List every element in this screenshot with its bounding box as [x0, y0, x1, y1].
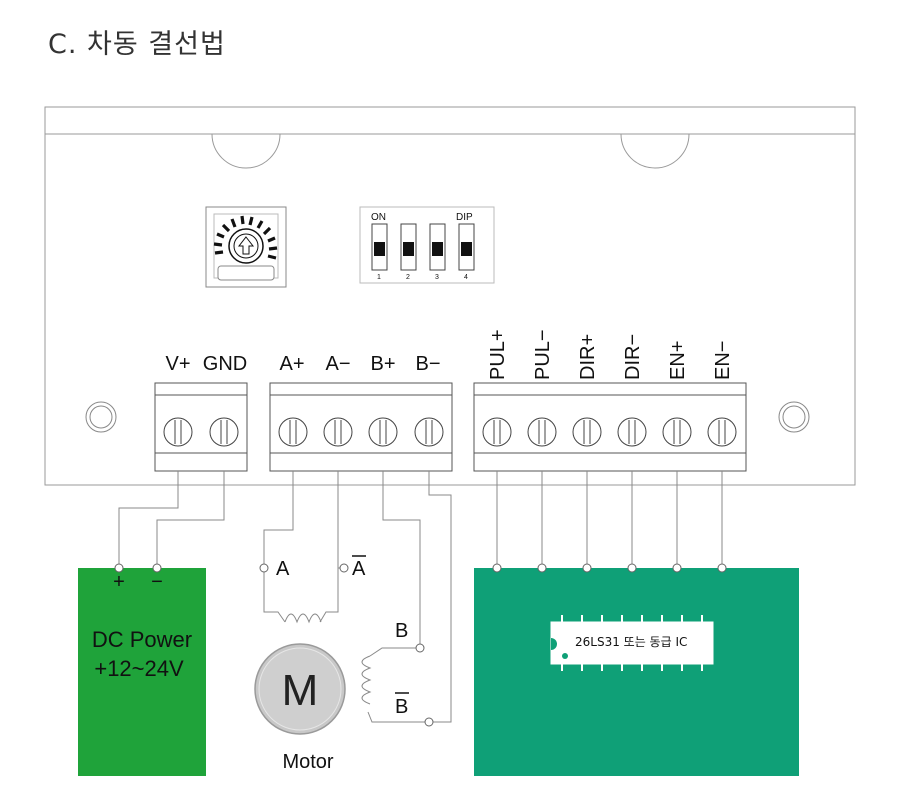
screw-b-minus[interactable]: [414, 417, 444, 447]
mounting-hole-right: [778, 401, 810, 433]
terminal-label-a-minus: A−: [325, 353, 350, 375]
power-plus-label: +: [113, 571, 125, 593]
coil-a-label: A: [276, 558, 290, 580]
connection-nodes: [114, 563, 727, 727]
screw-dir-minus[interactable]: [617, 417, 647, 447]
terminal-label-en-minus: EN−: [712, 341, 734, 380]
driver-body: [44, 106, 856, 486]
terminal-label-pul-plus: PUL+: [487, 329, 509, 380]
power-supply-voltage: +12~24V: [94, 656, 184, 681]
dip-number-3: 3: [435, 274, 439, 281]
dip-slot-3[interactable]: 3: [429, 223, 446, 281]
screw-en-plus[interactable]: [662, 417, 692, 447]
power-supply-title: DC Power: [92, 627, 192, 652]
power-supply-board: [78, 568, 206, 776]
terminal-label-gnd: GND: [203, 353, 247, 375]
motor-icon: M: [254, 643, 346, 735]
screw-b-plus[interactable]: [368, 417, 398, 447]
screw-dir-plus[interactable]: [572, 417, 602, 447]
dip-on-label: ON: [371, 212, 386, 223]
terminal-block-motor: [269, 382, 453, 472]
potentiometer[interactable]: [205, 206, 287, 288]
dip-number-2: 2: [406, 274, 410, 281]
mounting-hole-left: [85, 401, 117, 433]
line-driver-chip: 26LS31 또는 동급 IC: [550, 615, 714, 671]
dip-number-4: 4: [464, 274, 468, 281]
terminal-label-dir-minus: DIR−: [622, 334, 644, 380]
controller-board: [474, 568, 799, 776]
dip-title-label: DIP: [456, 212, 473, 223]
dip-slot-2[interactable]: 2: [400, 223, 417, 281]
screw-a-minus[interactable]: [323, 417, 353, 447]
terminal-block-power: [154, 382, 248, 472]
screw-en-minus[interactable]: [707, 417, 737, 447]
terminal-label-en-plus: EN+: [667, 341, 689, 380]
dip-slot-1[interactable]: 1: [371, 223, 388, 281]
wires: [118, 471, 723, 723]
terminal-label-vplus: V+: [165, 353, 190, 375]
screw-pul-plus[interactable]: [482, 417, 512, 447]
motor-symbol: M: [282, 666, 319, 715]
terminal-label-a-plus: A+: [279, 353, 304, 375]
page-title: C. 차동 결선법: [48, 29, 226, 60]
potentiometer-scale: [213, 215, 278, 260]
terminal-label-dir-plus: DIR+: [577, 334, 599, 380]
terminal-label-b-plus: B+: [370, 353, 395, 375]
screw-vplus[interactable]: [163, 417, 193, 447]
dip-slot-4[interactable]: 4: [458, 223, 475, 281]
terminal-label-b-minus: B−: [415, 353, 440, 375]
screw-pul-minus[interactable]: [527, 417, 557, 447]
coil-b-label: B: [395, 620, 408, 642]
screw-gnd[interactable]: [209, 417, 239, 447]
motor-label: Motor: [282, 751, 333, 773]
chip-label: 26LS31 또는 동급 IC: [575, 635, 687, 649]
coil-b-bar-label: B: [395, 696, 408, 718]
terminal-block-signal: [473, 382, 747, 472]
power-minus-label: −: [151, 571, 163, 593]
coil-a-bar-label: A: [352, 558, 366, 580]
terminal-label-pul-minus: PUL−: [532, 329, 554, 380]
dip-number-1: 1: [377, 274, 381, 281]
screw-a-plus[interactable]: [278, 417, 308, 447]
